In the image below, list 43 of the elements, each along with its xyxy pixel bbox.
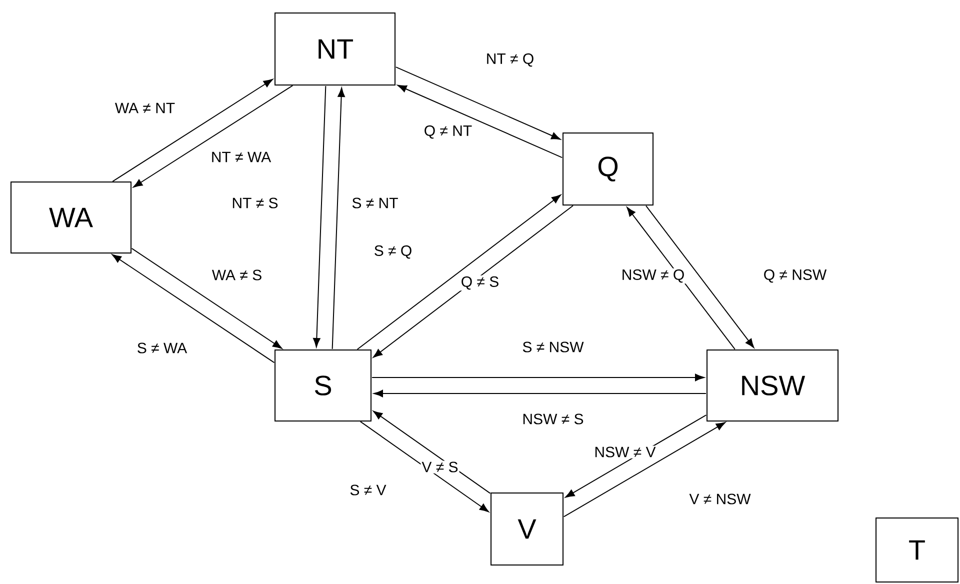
edge-label: Q ≠ NT	[422, 124, 474, 140]
arrow	[373, 205, 574, 358]
arrow	[112, 254, 275, 364]
state-box: S	[274, 350, 372, 422]
state-box: WA	[10, 182, 132, 254]
state-box: NSW	[706, 350, 838, 422]
arrow	[332, 88, 345, 350]
edge-label: NT ≠ WA	[210, 150, 272, 164]
arrow	[133, 85, 294, 188]
state-box: Q	[562, 132, 654, 206]
edge-label: S ≠ V	[348, 484, 388, 496]
arrow	[626, 207, 736, 350]
arrow	[646, 205, 754, 348]
arrow	[313, 86, 326, 348]
arrow	[565, 414, 707, 498]
edge-label: NSW ≠ Q	[620, 268, 686, 284]
arrow	[112, 79, 273, 182]
edge-label: NSW ≠ V	[593, 446, 657, 458]
edge-label: WA ≠ NT	[114, 102, 176, 114]
edge-label: S ≠ WA	[136, 342, 188, 354]
arrow	[356, 194, 562, 350]
state-box: V	[490, 492, 564, 566]
edge-label: S ≠ NSW	[521, 340, 585, 354]
arrow	[397, 84, 563, 158]
state-box: NT	[274, 12, 396, 86]
arrow	[395, 66, 561, 140]
edge-label: Q ≠ S	[460, 275, 500, 291]
edge-label: Q ≠ NSW	[762, 268, 828, 284]
edge-label: NT ≠ S	[230, 196, 280, 210]
arrow	[360, 421, 489, 512]
edge-label: S ≠ Q	[372, 244, 414, 260]
arrow	[131, 248, 282, 349]
edge-label: V ≠ S	[420, 460, 460, 474]
arrow	[563, 422, 726, 518]
state-box: T	[876, 518, 959, 582]
arrow	[374, 390, 706, 398]
arrow	[373, 410, 491, 494]
edge-label: V ≠ NSW	[688, 492, 752, 506]
edge-label: S ≠ NT	[350, 196, 400, 210]
edge-label: NSW ≠ S	[521, 412, 585, 426]
arrow	[372, 374, 704, 382]
edge-label: NT ≠ Q	[484, 52, 536, 68]
edge-label: WA ≠ S	[210, 268, 264, 282]
